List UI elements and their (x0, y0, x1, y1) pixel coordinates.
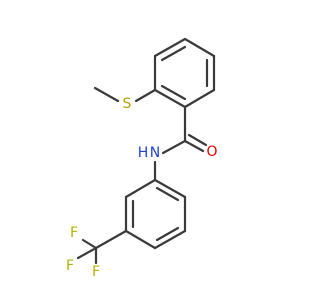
bond-ring1-inner-a (160, 45, 187, 62)
bond-ring1-f (153, 88, 187, 109)
bond-ring1-c (183, 37, 216, 58)
atom-h-label: H (138, 145, 149, 161)
bond-c-n (161, 139, 187, 155)
bond-ring2-inner-b (155, 226, 180, 242)
atom-f-bottom-label: F (92, 264, 100, 280)
bond-s-ring (134, 88, 157, 103)
molecule-structure-diagram: S O N H F F F (66, 37, 218, 280)
bond-ring2-f (124, 178, 157, 199)
atom-o-label: O (206, 144, 217, 160)
bond-ring2-a (153, 178, 187, 199)
atom-f-top-label: F (70, 225, 78, 241)
bond-ring2-d (124, 229, 157, 250)
bond-ring1-e (183, 88, 216, 109)
bond-c-f-top (81, 238, 98, 250)
atom-f-left-label: F (66, 258, 74, 274)
bond-methyl-s (93, 86, 120, 103)
bond-ring2-inner-a (155, 186, 180, 202)
bond-ring2-c (153, 229, 187, 250)
bonds (76, 37, 216, 265)
bond-c-o-2 (187, 133, 208, 147)
bond-ring1-inner-c (160, 84, 187, 101)
bond-c-f-left (76, 246, 98, 260)
atom-labels: S O N H F F F (66, 96, 218, 280)
bond-c-o-1 (183, 139, 205, 153)
bond-ring1-b (153, 37, 187, 58)
bond-ring-cf3 (94, 229, 128, 250)
atom-s-label: S (123, 96, 132, 112)
atom-n-label: N (150, 145, 160, 161)
